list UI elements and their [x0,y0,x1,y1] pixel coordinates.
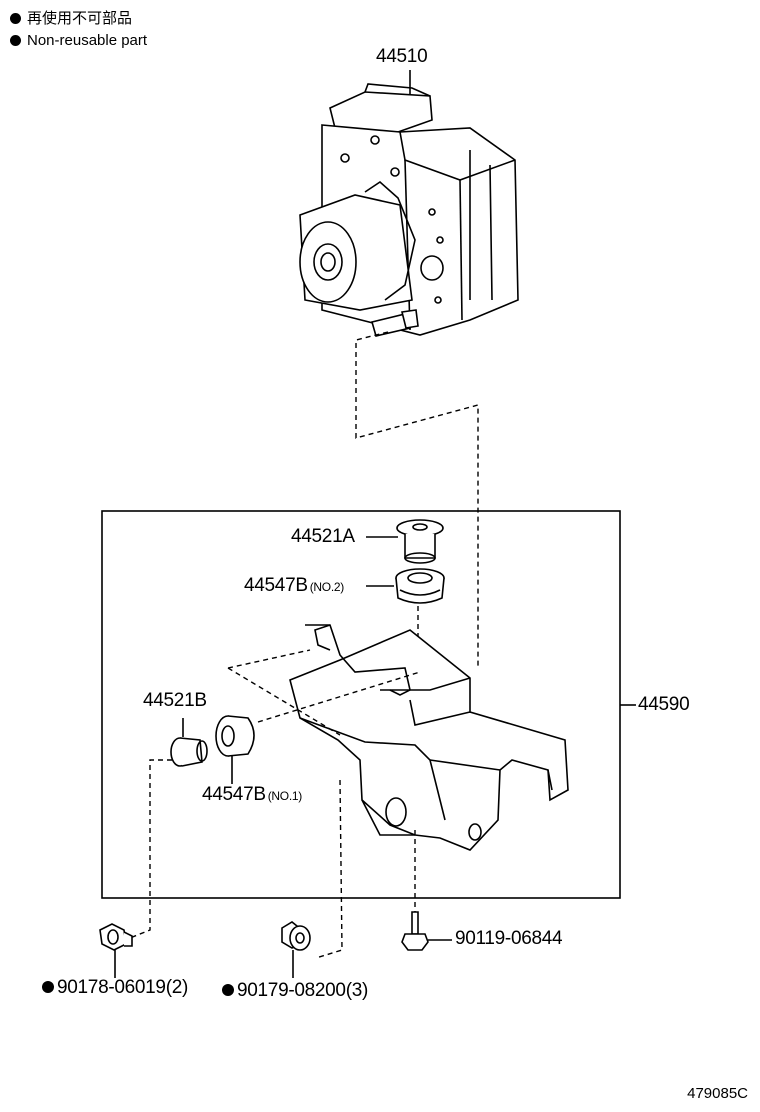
diagram-code: 479085C [687,1085,748,1102]
legend-en: Non-reusable part [10,32,147,50]
nut-90178-06019-drawing[interactable] [99,923,133,951]
bullet-icon [10,35,21,46]
label-90178-06019[interactable]: 90178-06019(2) [42,977,188,999]
grommet-44547b-no1-drawing[interactable] [215,715,255,757]
label-44547b-no2[interactable]: 44547B(NO.2) [244,575,344,596]
label-44510[interactable]: 44510 [376,46,428,67]
label-90179-08200[interactable]: 90179-08200(3) [222,980,368,1002]
nut-90179-08200-drawing[interactable] [281,921,311,951]
label-44521b[interactable]: 44521B [143,690,207,711]
label-44590[interactable]: 44590 [638,694,690,715]
legend-jp: 再使用不可部品 [10,10,132,28]
abs-actuator-drawing[interactable] [299,83,519,337]
label-44521a[interactable]: 44521A [291,526,355,547]
bullet-icon [222,984,234,996]
bullet-icon [10,13,21,24]
collar-44521a-drawing[interactable] [396,519,444,564]
bracket-44590-drawing[interactable] [289,624,569,851]
bolt-90119-06844-drawing[interactable] [401,911,429,951]
collar-44521b-drawing[interactable] [170,737,208,767]
grommet-44547b-no2-drawing[interactable] [395,568,445,604]
bullet-icon [42,981,54,993]
label-44547b-no1[interactable]: 44547B(NO.1) [202,784,302,805]
label-90119-06844[interactable]: 90119-06844 [455,928,563,949]
